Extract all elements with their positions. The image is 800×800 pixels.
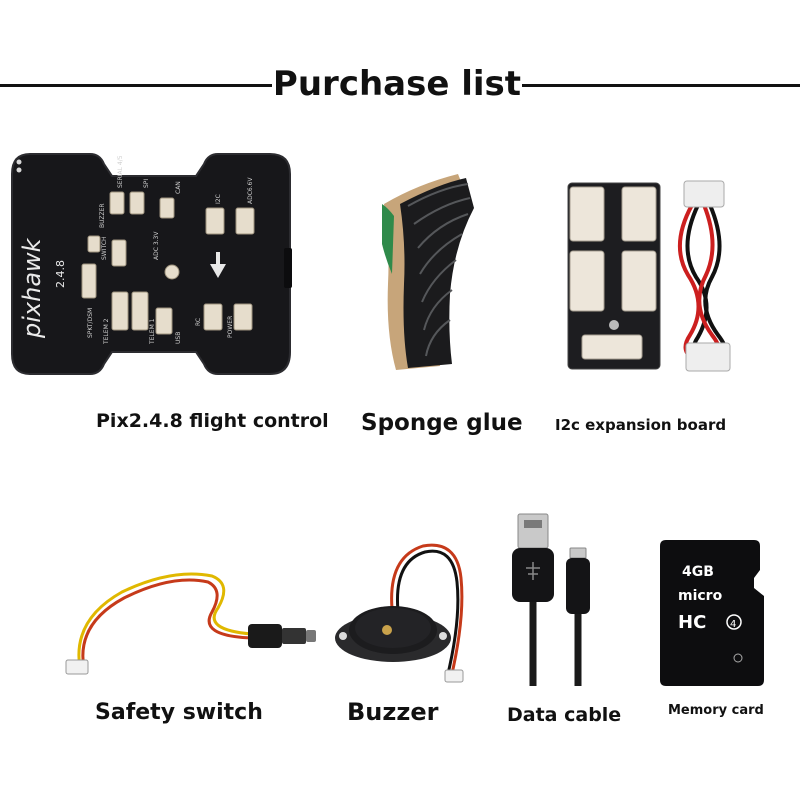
sponge-glue-image <box>378 164 478 376</box>
port-label: TELEM 2 <box>103 318 110 345</box>
port-label: POWER <box>227 316 234 338</box>
port-label: USB <box>175 332 182 344</box>
sd-class-mark-text: HC <box>678 612 706 633</box>
sd-class-num-text: 4 <box>730 619 736 630</box>
safety-switch-image <box>62 550 322 680</box>
port-label: CAN <box>175 181 182 194</box>
port-label: RC <box>195 318 202 326</box>
header-rule-left <box>0 84 272 87</box>
port-label: SPKT/DSM <box>87 308 94 338</box>
item-label-data-cable: Data cable <box>507 704 622 726</box>
item-label-safety-switch: Safety switch <box>95 700 263 725</box>
flight-controller-image: pixhawk 2.4.8 BUZZER SERIAL 4/5 SPI CAN … <box>8 148 298 380</box>
data-cable-image <box>500 510 620 690</box>
item-label-memory-card: Memory card <box>668 703 764 718</box>
sd-brand-text: micro <box>678 588 723 604</box>
port-label: I2C <box>215 194 222 204</box>
buzzer-image <box>333 538 483 688</box>
memory-card-image: 4GB micro HC 4 <box>660 540 772 686</box>
i2c-expansion-board-image <box>560 165 760 380</box>
port-label: SWITCH <box>101 236 108 260</box>
item-label-buzzer: Buzzer <box>347 698 439 726</box>
fc-brand-text: pixhawk <box>18 237 46 339</box>
item-label-i2c-board: I2c expansion board <box>555 416 727 434</box>
sd-capacity-text: 4GB <box>682 564 714 580</box>
port-label: ADC6.6V <box>247 177 254 204</box>
header-rule-right <box>522 84 800 87</box>
port-label: BUZZER <box>99 203 106 228</box>
fc-version-text: 2.4.8 <box>54 260 67 288</box>
page-title: Purchase list <box>272 64 522 104</box>
port-label: SPI <box>143 179 150 188</box>
port-label: TELEM 1 <box>149 318 156 345</box>
item-label-sponge-glue: Sponge glue <box>361 410 523 436</box>
port-label: ADC 3.3V <box>153 231 160 260</box>
page-header: Purchase list <box>0 60 800 112</box>
item-label-flight-control: Pix2.4.8 flight control <box>96 410 329 432</box>
port-label: SERIAL 4/5 <box>117 155 124 188</box>
